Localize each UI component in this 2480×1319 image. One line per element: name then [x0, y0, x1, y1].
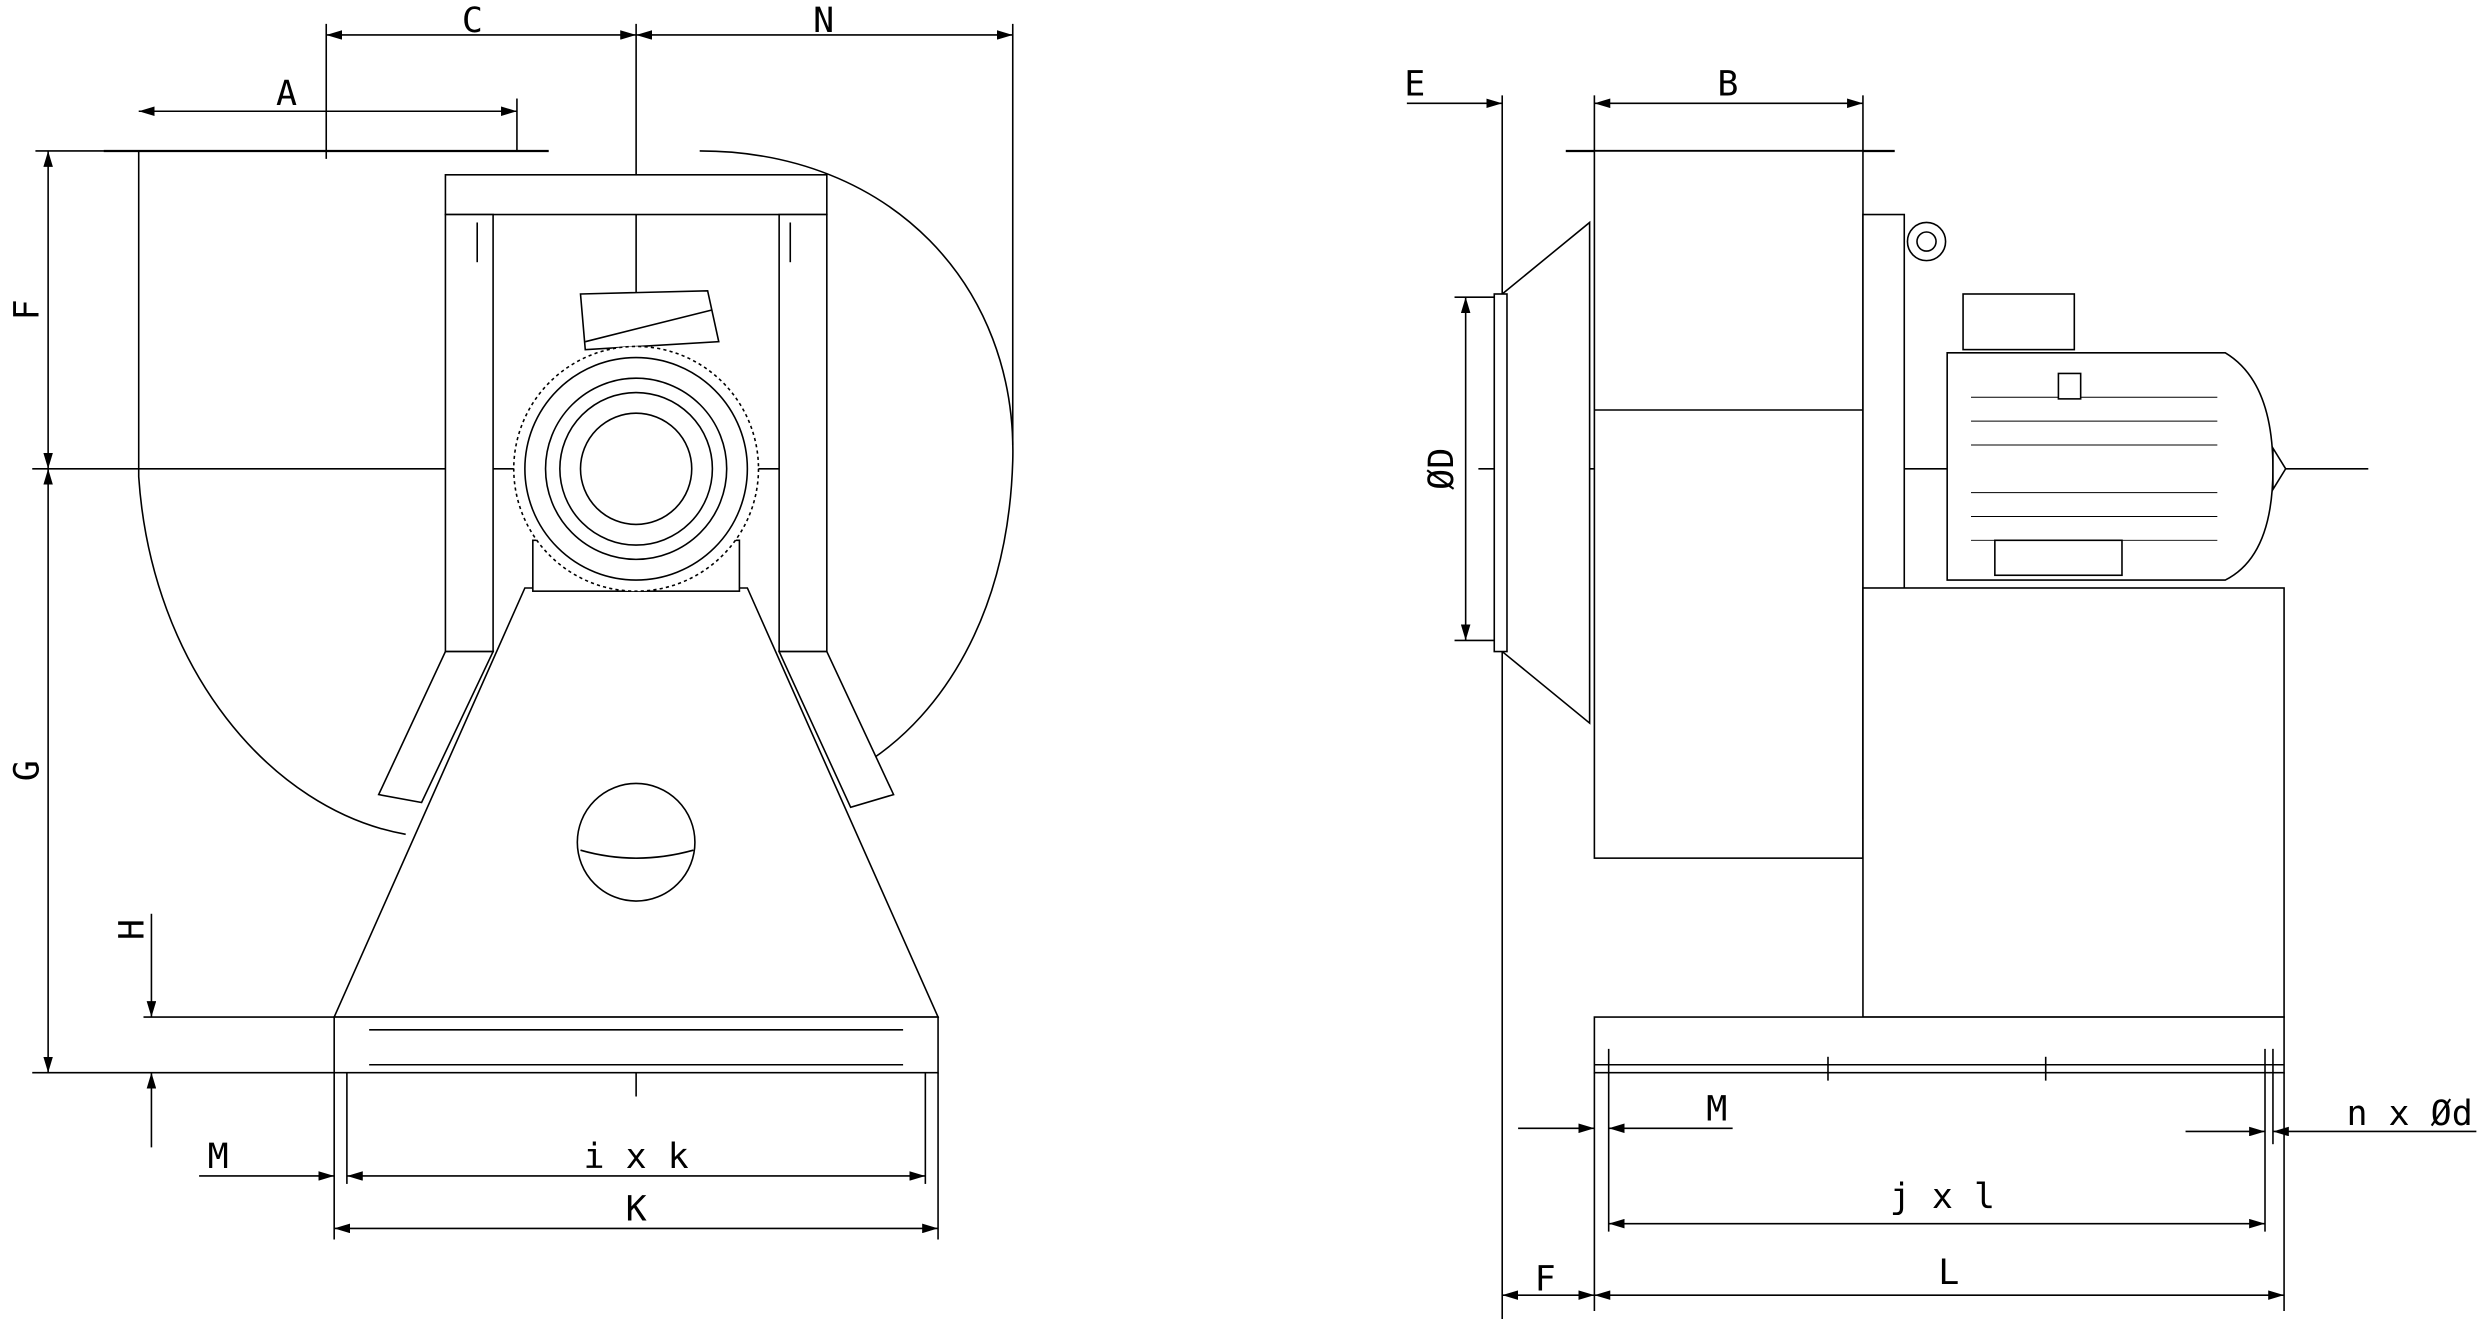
label-G: G	[8, 760, 48, 781]
motor-shaft	[579, 412, 693, 526]
inlet-flange	[1493, 293, 1508, 653]
shaft-end	[2272, 445, 2287, 493]
terminal-box	[1962, 293, 2076, 351]
label-M: M	[1706, 1089, 1727, 1129]
label-nxd: n x Ød	[2346, 1094, 2472, 1134]
pedestal	[1862, 587, 2285, 1018]
label-jxl: j x l	[1890, 1177, 1995, 1217]
base-frame	[1593, 1016, 2285, 1074]
label-F: F	[8, 299, 48, 320]
label-M: M	[208, 1137, 229, 1177]
fan-housing	[1593, 150, 1864, 859]
label-L: L	[1938, 1253, 1959, 1293]
frame-leg-left	[444, 213, 494, 653]
motor-foot	[1994, 539, 2123, 577]
label-C: C	[462, 1, 483, 41]
lifting-lug	[1906, 221, 1947, 262]
base-frame	[333, 1016, 939, 1074]
label-D: ØD	[1422, 448, 1462, 490]
label-N: N	[813, 1, 834, 41]
label-A: A	[276, 74, 297, 114]
terminal-box	[579, 290, 720, 351]
motor-lug	[2057, 372, 2082, 400]
motor-fins	[512, 345, 760, 592]
side-view: E B ØD M n x Ød j x l F L	[1404, 64, 2477, 1319]
label-F: F	[1535, 1259, 1556, 1299]
label-H: H	[112, 919, 152, 940]
label-B: B	[1717, 64, 1738, 104]
housing-left-edge	[137, 150, 406, 836]
label-ixk: i x k	[584, 1137, 689, 1177]
front-view: C N A F G H M i x k K	[8, 1, 1014, 1240]
pedestal	[332, 587, 940, 1018]
motor-frame-top	[444, 174, 828, 216]
label-K: K	[626, 1189, 647, 1229]
frame-leg-right	[778, 213, 828, 653]
housing-scroll	[699, 150, 1014, 761]
inlet-cone	[1501, 220, 1591, 725]
label-E: E	[1404, 64, 1425, 104]
strut-left	[377, 650, 495, 804]
inspection-hole	[576, 782, 696, 902]
strut-right	[777, 650, 895, 809]
